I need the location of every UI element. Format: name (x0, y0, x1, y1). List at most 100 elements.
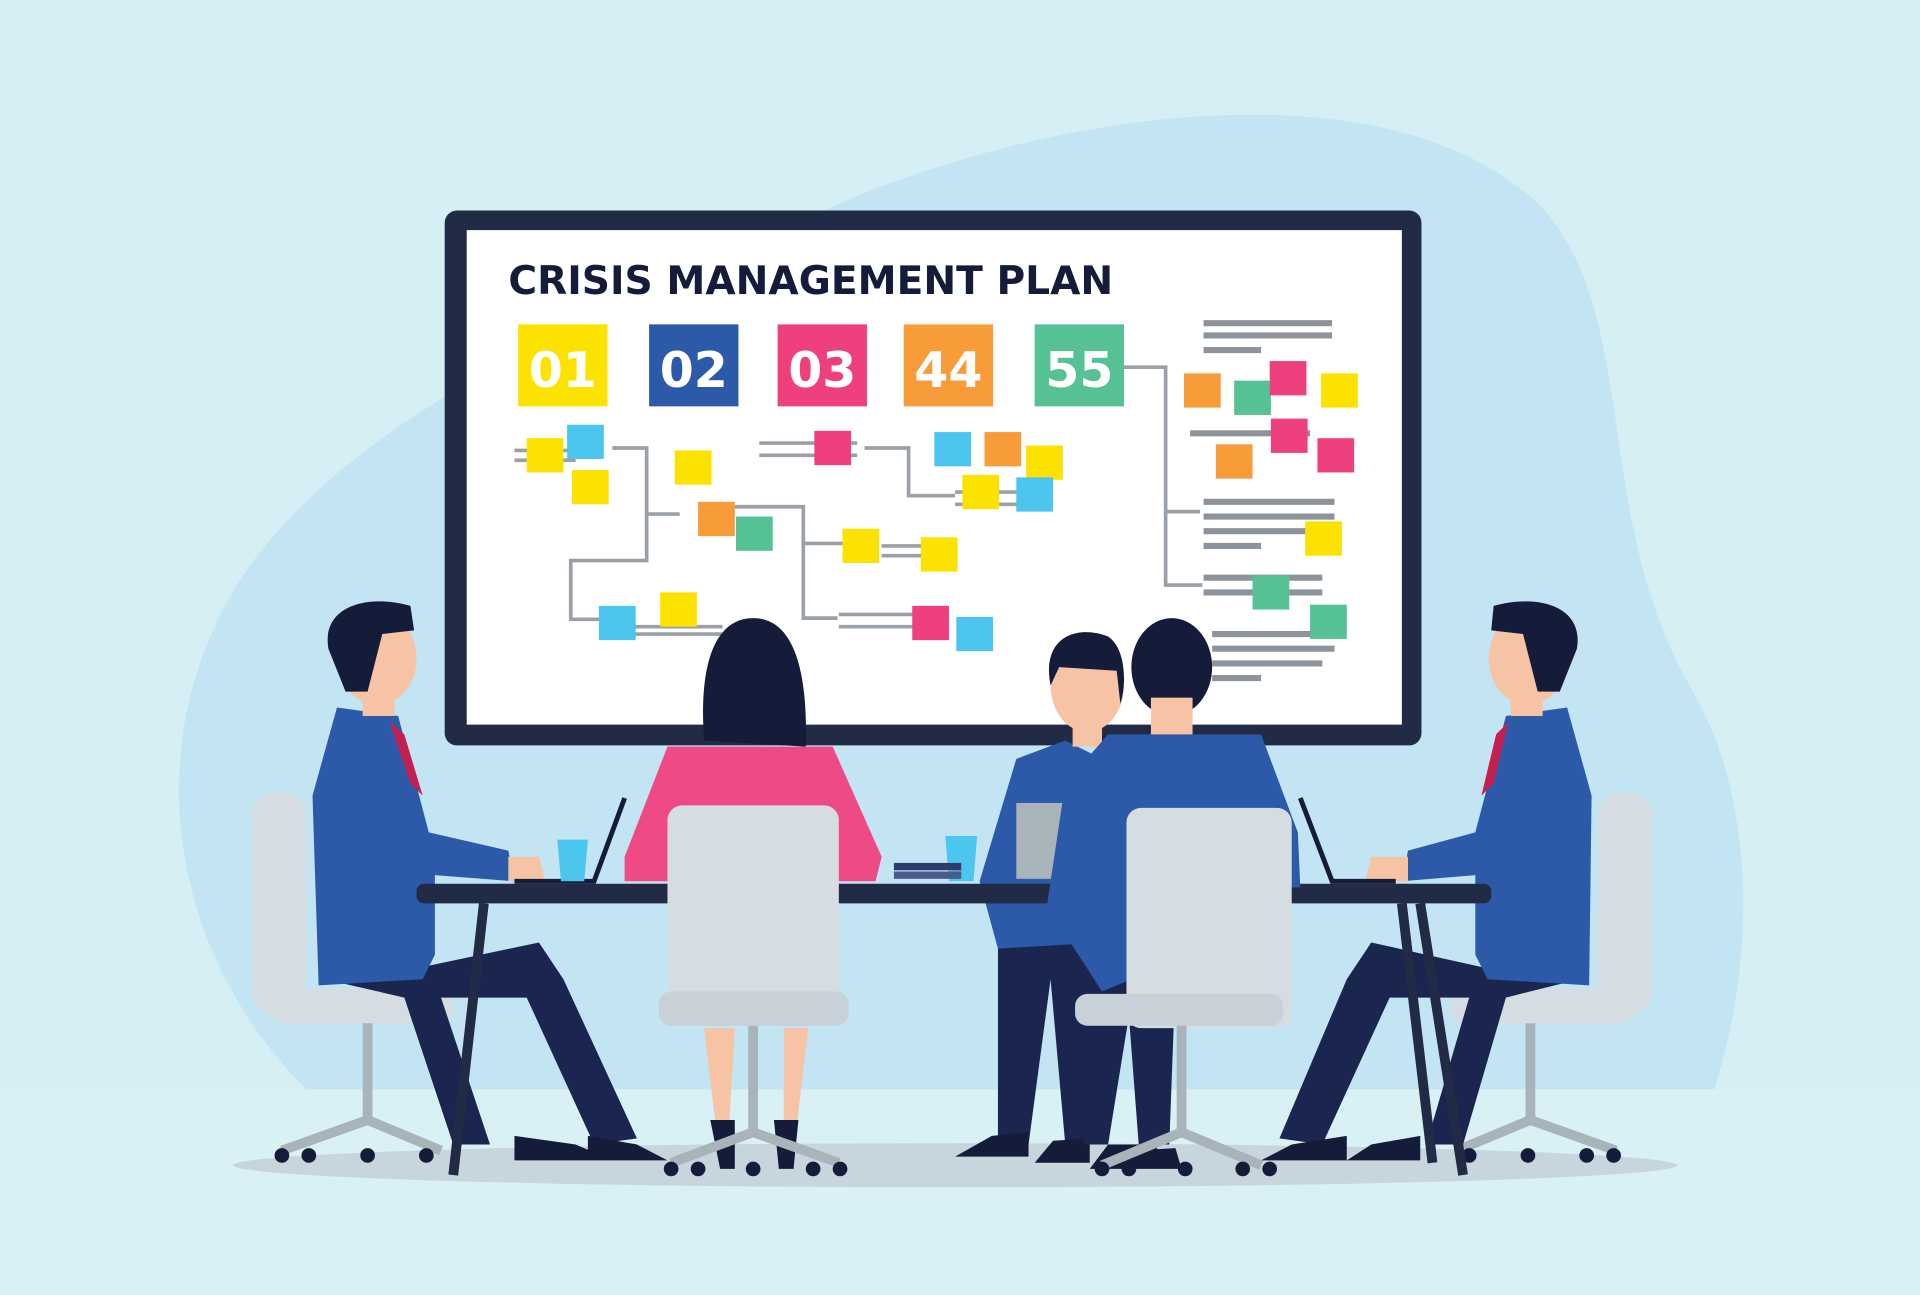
book (893, 862, 962, 871)
tie (389, 722, 423, 796)
step-box-02 (649, 324, 739, 407)
hair (1131, 618, 1213, 717)
man-back (1046, 618, 1301, 1177)
step-boxes: 01 02 03 44 55 (518, 324, 1125, 407)
sticky-note (934, 432, 972, 467)
trousers (997, 930, 1096, 1145)
laptop-left (514, 797, 627, 884)
sticky-note (1183, 373, 1221, 408)
chair-wheel (1121, 1161, 1137, 1177)
chair-back (1597, 793, 1653, 1014)
trousers (1279, 942, 1580, 1145)
tie (1481, 722, 1509, 796)
sticky-note (571, 470, 609, 505)
sticky-note (1321, 373, 1358, 408)
flow-lines (514, 320, 1335, 682)
sticky-note (660, 592, 697, 627)
chair-wheel (745, 1161, 761, 1177)
hair (703, 618, 806, 747)
hand (508, 856, 546, 882)
shoes (955, 1132, 1090, 1163)
connector-line (568, 446, 649, 622)
chair-wheel (832, 1161, 848, 1177)
chair-wheel (274, 1148, 290, 1163)
chair-wheel (690, 1161, 706, 1177)
sticky-note (598, 605, 636, 641)
woman-back (624, 618, 882, 1177)
step-box-01 (518, 324, 608, 407)
sticky-note (920, 537, 958, 572)
step-label: 01 (529, 342, 597, 399)
sticky-note (1215, 444, 1253, 479)
chair-base (1455, 1023, 1618, 1156)
chair-wheel (1461, 1148, 1477, 1163)
whiteboard: CRISIS MANAGEMENT PLAN 01 02 03 44 55 (444, 210, 1422, 746)
sticky-note (1310, 604, 1347, 639)
neck (1150, 697, 1193, 735)
sticky-note (698, 501, 735, 537)
chair-seat (658, 991, 849, 1026)
step-label: 02 (660, 342, 728, 399)
chair-wheel (663, 1161, 679, 1177)
step-box-55 (1034, 324, 1125, 407)
sticky-note (1252, 575, 1290, 610)
chair-wheel (1094, 1161, 1110, 1177)
chair-back (667, 805, 839, 1026)
hair (1048, 632, 1125, 704)
chair-back (1126, 807, 1292, 1029)
chair-base (669, 1025, 841, 1168)
sticky-note (984, 432, 1022, 467)
floor (0, 1089, 1920, 1295)
sticky-note (1269, 361, 1307, 396)
sticky-note (1026, 445, 1063, 480)
step-label: 03 (788, 342, 856, 399)
suit-jacket (1401, 707, 1592, 986)
man-left (312, 601, 668, 1161)
connector-line (864, 446, 956, 498)
step-label: 44 (914, 342, 982, 399)
connector-line (734, 504, 838, 620)
chair-wheel (1262, 1161, 1278, 1177)
chair-wheel (418, 1148, 434, 1163)
sticky-notes (526, 361, 1358, 652)
shoes (710, 1119, 799, 1169)
hair (1491, 601, 1578, 692)
chair-wheel (805, 1161, 821, 1177)
table-top (416, 883, 1492, 904)
book (893, 871, 962, 879)
chair-wheel (1606, 1148, 1621, 1163)
laptop-right (1297, 797, 1396, 884)
shoes (1261, 1135, 1421, 1161)
chair-wheel (1579, 1148, 1595, 1163)
chair-wheel (1235, 1161, 1251, 1177)
sticky-note (912, 605, 949, 641)
table-legs (448, 902, 1468, 1176)
man-right (1261, 601, 1592, 1161)
sticky-note (842, 528, 880, 564)
sticky-note (736, 516, 773, 551)
sticky-note (1317, 438, 1355, 473)
chair-seat (1075, 993, 1284, 1026)
sticky-note (814, 430, 852, 466)
hair (327, 601, 415, 692)
step-box-44 (903, 324, 994, 407)
shoes (514, 1135, 668, 1161)
sticky-note (1270, 418, 1308, 453)
board-title: CRISIS MANAGEMENT PLAN (508, 259, 1113, 304)
chair-base (1100, 1025, 1263, 1170)
step-box-03 (777, 324, 867, 407)
step-label: 55 (1045, 342, 1113, 399)
chair-wheel (301, 1148, 317, 1163)
cup-icon (557, 839, 588, 882)
sticky-note (567, 424, 604, 460)
chair-woman (658, 805, 849, 1177)
sticky-note (956, 616, 994, 652)
sticky-note (962, 474, 1000, 510)
chair-wheel (1177, 1161, 1193, 1177)
chair-wheel (1520, 1148, 1536, 1163)
sticky-note (526, 438, 564, 473)
hand (1365, 856, 1408, 882)
sticky-note (1016, 477, 1054, 512)
sticky-note (1305, 521, 1342, 556)
